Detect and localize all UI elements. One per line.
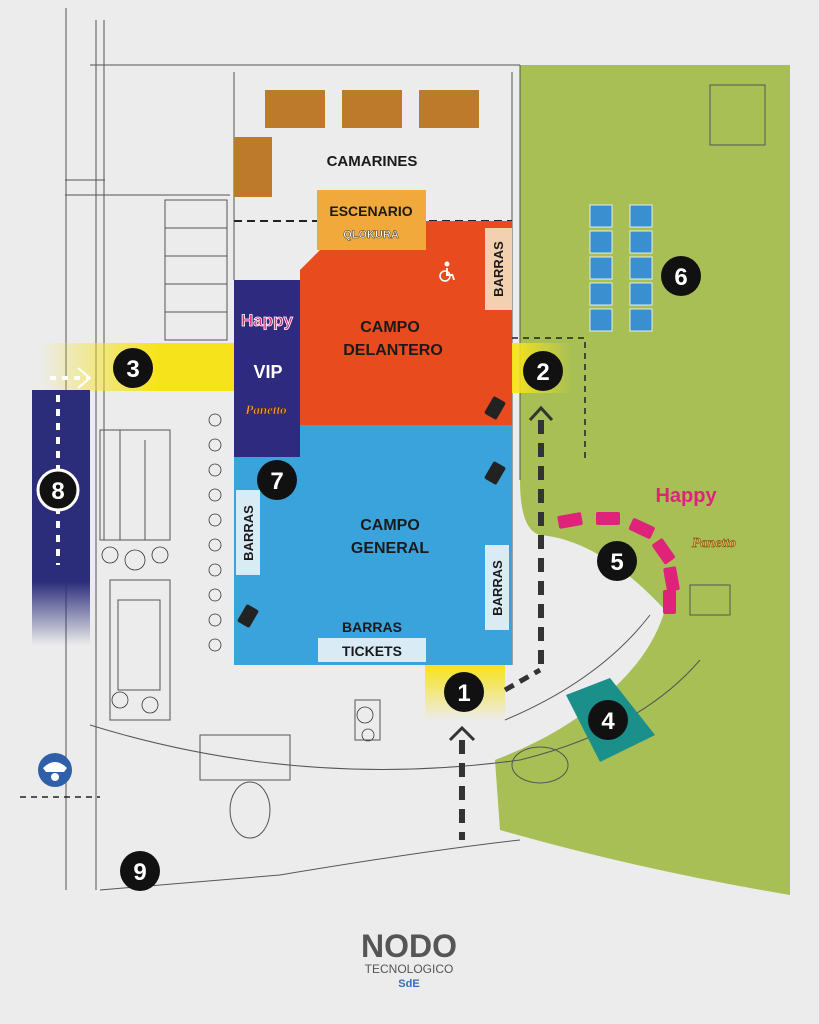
green-area	[495, 65, 790, 895]
nodo-logo: NODO TECNOLOGICO SdE	[361, 928, 457, 990]
campo-delantero-label-1: CAMPO	[360, 319, 420, 336]
qlokura-logo: QLOKURA	[343, 229, 399, 241]
marker-2[interactable]: 2	[523, 351, 563, 391]
entrance-8-road	[32, 390, 90, 645]
happy-logo-zone5: Happy	[655, 485, 717, 507]
tickets-label: TICKETS	[342, 643, 402, 659]
escenario-area[interactable]	[317, 190, 426, 250]
campo-delantero-area[interactable]	[300, 221, 512, 425]
svg-text:2: 2	[536, 359, 549, 386]
escenario-label: ESCENARIO	[329, 203, 412, 219]
barras-left-label: BARRAS	[241, 505, 256, 561]
zone-5-seating	[557, 512, 680, 614]
marker-7[interactable]: 7	[257, 460, 297, 500]
barras-right-label: BARRAS	[490, 560, 505, 616]
camarines-boxes	[234, 90, 479, 197]
svg-text:4: 4	[601, 708, 615, 735]
marker-1[interactable]: 1	[444, 672, 484, 712]
wheelchair-icon	[439, 261, 455, 282]
nodo-logo-main: NODO	[361, 928, 457, 964]
barras-top[interactable]	[485, 228, 512, 310]
nodo-logo-region: SdE	[398, 978, 419, 990]
svg-text:1: 1	[457, 680, 470, 707]
svg-text:9: 9	[133, 859, 146, 886]
panetto-logo-zone5: Panetto	[692, 536, 736, 551]
svg-text:8: 8	[51, 478, 64, 505]
marker-9[interactable]: 9	[120, 851, 160, 891]
barras-bottom-label: BARRAS	[342, 619, 402, 635]
marker-4[interactable]: 4	[588, 700, 628, 740]
marker-3[interactable]: 3	[113, 348, 153, 388]
camarines-label: CAMARINES	[327, 153, 418, 170]
vip-label: VIP	[253, 362, 282, 382]
marker-8[interactable]: 8	[36, 468, 80, 512]
campo-delantero-label-2: DELANTERO	[343, 342, 443, 359]
building-outlines	[65, 8, 766, 891]
campo-general-label-1: CAMPO	[360, 517, 420, 534]
marker-5[interactable]: 5	[597, 541, 637, 581]
nodo-logo-sub: TECNOLOGICO	[365, 962, 454, 976]
barras-left[interactable]	[236, 490, 260, 575]
barras-right[interactable]	[485, 545, 509, 630]
panetto-logo-vip: Panetto	[245, 402, 287, 417]
svg-text:7: 7	[270, 468, 283, 495]
happy-logo-vip: Happy	[241, 311, 294, 330]
ticket-icon	[237, 396, 506, 628]
marker-6[interactable]: 6	[661, 256, 701, 296]
campo-general-label-2: GENERAL	[351, 540, 429, 557]
tickets-area[interactable]	[318, 638, 426, 662]
police-icon	[38, 753, 72, 787]
svg-text:3: 3	[126, 356, 139, 383]
trees	[101, 413, 375, 742]
barras-top-label: BARRAS	[491, 241, 506, 297]
zone-6-tents	[589, 204, 653, 332]
svg-text:5: 5	[610, 549, 623, 576]
svg-text:6: 6	[674, 264, 687, 291]
